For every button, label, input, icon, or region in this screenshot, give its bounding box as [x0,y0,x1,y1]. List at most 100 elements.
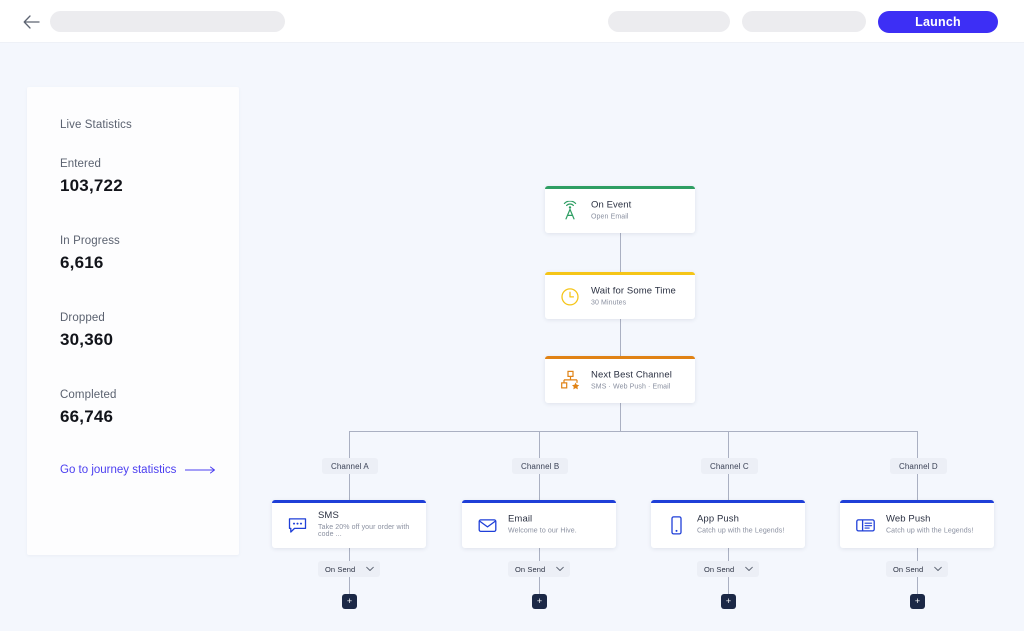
trigger-dropdown-c[interactable]: On Send [697,561,759,577]
add-step-button-b[interactable]: + [532,594,547,609]
stat-label: Completed [60,389,117,401]
branch-drop-c [728,431,729,458]
node-web-push[interactable]: Web Push Catch up with the Legends! [840,500,994,548]
stat-value: 6,616 [60,253,104,272]
journey-canvas[interactable]: Live Statistics Entered 103,722 In Progr… [0,43,1024,631]
node-text: Next Best Channel SMS · Web Push · Email [591,369,672,390]
node-accent-bar [545,186,695,189]
pill-channel-d: Channel D [890,458,947,474]
arrow-right-long-icon [185,466,216,474]
connector-onsend-c-to-add [728,577,729,594]
chevron-down-icon [556,566,564,572]
connector-nbc-to-split [620,403,621,431]
connector-card-c-to-onsend [728,548,729,561]
trigger-dropdown-a[interactable]: On Send [318,561,380,577]
stat-label: Dropped [60,312,105,324]
pill-channel-b: Channel B [512,458,569,474]
back-button[interactable] [22,13,40,31]
node-accent-bar [545,272,695,275]
trigger-dropdown-b[interactable]: On Send [508,561,570,577]
node-title: Email [508,513,533,525]
pill-channel-c: Channel C [701,458,758,474]
node-accent-bar [651,500,805,503]
branch-drop-d [917,431,918,458]
stat-dropped: Dropped 30,360 [60,312,113,350]
journey-statistics-link[interactable]: Go to journey statistics [60,464,217,476]
node-sms[interactable]: SMS Take 20% off your order with code ..… [272,500,426,548]
connector-pill-b-to-card [539,474,540,500]
node-title: Next Best Channel [591,369,672,380]
browser-window-icon [854,514,876,536]
connector-card-d-to-onsend [917,548,918,561]
trigger-dropdown-d[interactable]: On Send [886,561,948,577]
plus-icon: + [536,596,543,606]
connector-onsend-b-to-add [539,577,540,594]
node-subtitle: Take 20% off your order with code ... [318,524,410,538]
panel-title: Live Statistics [60,119,132,131]
node-subtitle: Catch up with the Legends! [697,527,785,535]
toolbar-placeholder-1[interactable] [608,11,730,32]
node-subtitle: Open Email [591,213,629,220]
node-title: App Push [697,513,739,525]
trigger-label: On Send [704,564,735,574]
add-step-button-d[interactable]: + [910,594,925,609]
node-subtitle: Catch up with the Legends! [886,527,974,535]
plus-icon: + [346,596,353,606]
node-text: Email Welcome to our Hive. [508,514,577,535]
branch-star-icon [559,369,581,391]
node-text: On Event Open Email [591,199,631,220]
node-subtitle: Welcome to our Hive. [508,527,577,535]
clock-icon [559,285,581,307]
node-email[interactable]: Email Welcome to our Hive. [462,500,616,548]
node-subtitle: 30 Minutes [591,299,627,306]
launch-button[interactable]: Launch [878,11,998,33]
mobile-phone-icon [665,514,687,536]
envelope-icon [476,514,498,536]
node-text: SMS Take 20% off your order with code ..… [318,510,426,538]
trigger-label: On Send [515,564,546,574]
stat-entered: Entered 103,722 [60,158,123,196]
stat-in-progress: In Progress 6,616 [60,235,120,273]
pill-channel-a: Channel A [322,458,378,474]
title-placeholder[interactable] [50,11,285,32]
sms-bubble-icon [286,514,308,536]
plus-icon: + [914,596,921,606]
link-label: Go to journey statistics [60,464,177,476]
node-accent-bar [462,500,616,503]
branch-drop-a [349,431,350,458]
add-step-button-a[interactable]: + [342,594,357,609]
node-title: Web Push [886,513,931,525]
node-accent-bar [545,356,695,359]
connector-card-a-to-onsend [349,548,350,561]
node-next-best-channel[interactable]: Next Best Channel SMS · Web Push · Email [545,356,695,403]
toolbar-placeholder-2[interactable] [742,11,866,32]
connector-event-to-wait [620,233,621,272]
node-text: Web Push Catch up with the Legends! [886,514,973,535]
chevron-down-icon [934,566,942,572]
stat-value: 103,722 [60,176,123,195]
stat-value: 66,746 [60,407,114,426]
node-text: Wait for Some Time 30 Minutes [591,285,676,306]
node-on-event[interactable]: On Event Open Email [545,186,695,233]
connector-onsend-a-to-add [349,577,350,594]
connector-onsend-d-to-add [917,577,918,594]
chevron-down-icon [366,566,374,572]
chevron-down-icon [745,566,753,572]
stat-completed: Completed 66,746 [60,389,117,427]
stat-label: Entered [60,158,101,170]
node-subtitle: SMS · Web Push · Email [591,383,671,390]
broadcast-tower-icon [559,199,581,221]
node-accent-bar [272,500,426,503]
connector-card-b-to-onsend [539,548,540,561]
plus-icon: + [725,596,732,606]
node-title: On Event [591,199,632,210]
add-step-button-c[interactable]: + [721,594,736,609]
trigger-label: On Send [893,564,924,574]
connector-pill-c-to-card [728,474,729,500]
node-wait-for-some-time[interactable]: Wait for Some Time 30 Minutes [545,272,695,319]
top-toolbar: Launch [0,0,1024,43]
branch-split-line [349,431,918,432]
stat-label: In Progress [60,235,120,247]
connector-pill-a-to-card [349,474,350,500]
node-app-push[interactable]: App Push Catch up with the Legends! [651,500,805,548]
